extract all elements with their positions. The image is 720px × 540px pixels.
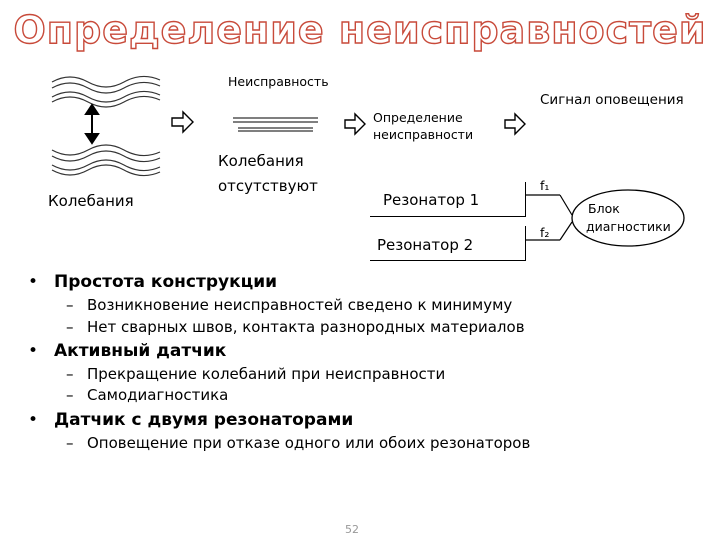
double-arrow-icon	[84, 103, 100, 145]
sub-dash: –	[66, 386, 74, 404]
resonator-2-label: Резонатор 2	[377, 236, 474, 254]
detect-label-1: Определение	[373, 110, 463, 125]
sub-dash: –	[66, 318, 74, 336]
signal-label: Сигнал оповещения	[540, 92, 684, 108]
diagnostics-label-2: диагностики	[586, 219, 671, 234]
diagnostics-label-1: Блок	[588, 201, 620, 216]
fault-label: Неисправность	[228, 74, 329, 89]
resonator-1-label: Резонатор 1	[383, 191, 480, 209]
diagnostics-block	[571, 189, 685, 247]
resonator-2-box	[370, 226, 526, 261]
bullet-2-sub-2: Самодиагностика	[87, 386, 229, 404]
still-beams-icon	[233, 117, 318, 132]
bullet-1-sub-2: Нет сварных швов, контакта разнородных м…	[87, 318, 525, 336]
no-oscillation-label-2: отсутствуют	[218, 177, 318, 195]
bullet-dot: •	[28, 410, 39, 430]
bullet-dot: •	[28, 341, 39, 361]
bullet-2-sub-1: Прекращение колебаний при неисправности	[87, 365, 446, 383]
resonator-1-box	[370, 182, 526, 217]
oscillation-label: Колебания	[48, 192, 134, 210]
bullet-dot: •	[28, 272, 39, 292]
slide-title: Определение неисправностей	[13, 7, 707, 52]
page-number: 52	[345, 523, 359, 536]
detect-label-2: неисправности	[373, 127, 474, 142]
hollow-arrow-icon	[504, 112, 526, 136]
sub-dash: –	[66, 434, 74, 452]
hollow-arrow-icon	[344, 112, 366, 136]
hollow-arrow-icon	[171, 110, 194, 134]
no-oscillation-label-1: Колебания	[218, 152, 304, 170]
f1-label: f₁	[540, 178, 550, 193]
bullet-3-sub-1: Оповещение при отказе одного или обоих р…	[87, 434, 531, 452]
connector-lines	[525, 194, 573, 241]
bullet-3: Датчик с двумя резонаторами	[54, 410, 354, 430]
bullet-2: Активный датчик	[54, 341, 227, 361]
sub-dash: –	[66, 296, 74, 314]
bullet-1: Простота конструкции	[54, 272, 278, 292]
oscillating-beams-icon	[51, 75, 161, 177]
f2-label: f₂	[540, 225, 550, 240]
sub-dash: –	[66, 365, 74, 383]
bullet-1-sub-1: Возникновение неисправностей сведено к м…	[87, 296, 513, 314]
